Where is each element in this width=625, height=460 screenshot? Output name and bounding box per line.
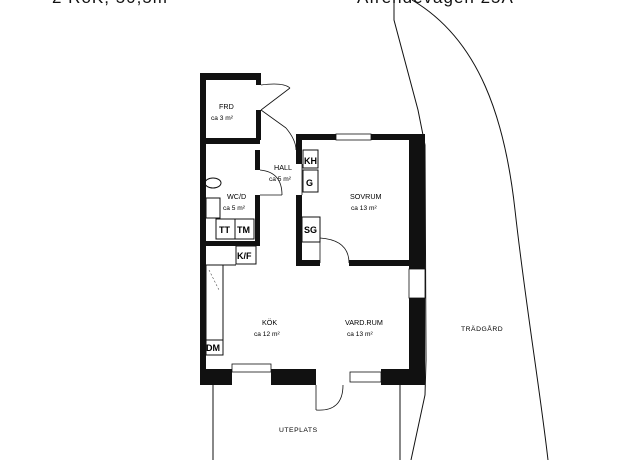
fixture-sg-label: SG [304, 225, 317, 235]
wall-top-right-2 [371, 134, 424, 140]
room-wc-area: ca 5 m² [223, 205, 246, 212]
wall-sovrum-left [296, 195, 302, 265]
room-kok-area: ca 12 m² [254, 331, 280, 338]
room-sovrum-area: ca 13 m² [351, 205, 377, 212]
room-vardrum-area: ca 13 m² [347, 331, 373, 338]
wall-bottom-2 [271, 369, 316, 385]
room-frd-area: ca 3 m² [211, 115, 234, 122]
door-sovrum-swing [319, 237, 350, 264]
fixture-kh-label: KH [304, 156, 317, 166]
address-heading: Afrendevägen 25A [357, 0, 514, 8]
window-sovrum [335, 133, 372, 141]
wall-left [200, 73, 206, 385]
door-patio-swing [315, 384, 344, 411]
window-vardrum-side [408, 268, 426, 299]
kitchen-dm [205, 339, 224, 356]
wc-sink [205, 197, 221, 219]
wall-right-lower [409, 298, 425, 385]
wall-frd-bottom [200, 138, 260, 144]
closet-g [302, 169, 319, 193]
window-vardrum-bottom [349, 371, 382, 383]
patio-label: UTEPLATS [279, 427, 318, 434]
kitchen-counter [205, 264, 224, 341]
wall-bottom-1 [200, 369, 232, 385]
wall-right-upper [409, 134, 425, 269]
room-hall-name: HALL [274, 163, 292, 172]
wall-frd-right-lower [256, 110, 261, 140]
room-frd-name: FRD [219, 102, 234, 111]
wall-frd-right [256, 73, 261, 85]
wall-wc-right-2 [255, 195, 260, 245]
garden-boundary-curve [411, 0, 549, 460]
apartment-size-heading: 2 RoK, 50,5m² [52, 0, 175, 8]
window-kok [231, 363, 272, 373]
wall-hall-top [296, 134, 302, 164]
wall-wc-bottom [200, 241, 260, 246]
closet-kh [302, 149, 319, 169]
door-frd-swing [285, 127, 297, 151]
fixture-dm-label: DM [206, 343, 220, 353]
fixture-g-label: G [306, 178, 313, 188]
wall-sovrum-bottom [296, 260, 320, 266]
stair-line [208, 269, 220, 291]
closet-sg [301, 216, 321, 243]
wall-sovrum-bottom-2 [349, 260, 411, 266]
door-entry-leaf [260, 87, 291, 111]
door-wc-swing [259, 169, 283, 196]
room-sovrum-name: SOVRUM [350, 192, 382, 201]
room-vardrum-name: VARD.RUM [345, 318, 383, 327]
door-frd-leaf [260, 109, 287, 129]
wall-bottom-3 [381, 369, 409, 385]
garden-label: TRÄDGÅRD [461, 324, 503, 333]
wall-wc-right [255, 150, 260, 170]
wc-toilet [204, 177, 222, 189]
room-hall-area: ca 5 m² [269, 176, 292, 183]
fixture-tm-label: TM [237, 225, 250, 235]
room-wc-name: WC/D [227, 192, 246, 201]
wall-top-right [296, 134, 336, 140]
kitchen-kf [235, 245, 257, 265]
room-kok-name: KÖK [262, 318, 277, 327]
fixture-kf-label: K/F [237, 251, 252, 261]
door-entry-swing [260, 83, 291, 89]
fixture-tt-label: TT [219, 225, 230, 235]
wall-frd-top [200, 73, 260, 80]
